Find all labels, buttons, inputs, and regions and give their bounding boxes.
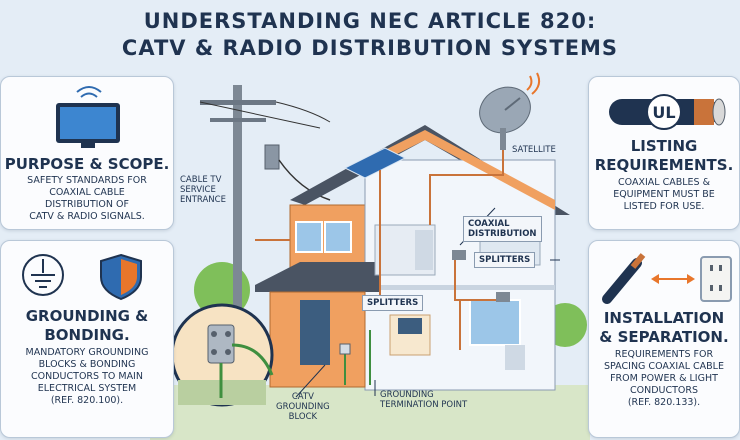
card-listing-title: Listing Requirements. xyxy=(589,137,739,175)
label-splitters-lower-text: Splitters xyxy=(367,298,419,308)
card-installation-body: Requirements for spacing coaxial cable f… xyxy=(589,349,739,409)
card-purpose-body-line3: distribution of xyxy=(45,199,129,210)
card-purpose-body: Safety standards for coaxial cable distr… xyxy=(1,175,173,223)
card-grounding-body-line2: blocks & bonding xyxy=(38,359,136,370)
title-line-1: Understanding NEC Article 820: xyxy=(143,9,597,33)
card-listing-title-line2: Requirements. xyxy=(594,156,734,174)
shield-icon xyxy=(100,253,142,301)
card-installation-body-line4: conductors xyxy=(629,385,699,396)
label-splitters-upper-text: Splitters xyxy=(479,255,531,265)
card-purpose-title: Purpose & Scope. xyxy=(4,155,170,173)
cable-end-icon xyxy=(602,253,646,304)
page-title: Understanding NEC Article 820: CATV & Ra… xyxy=(0,8,740,62)
card-listing-body: Coaxial cables & equipment must be liste… xyxy=(589,177,739,213)
card-listing-requirements: UL Listing Requirements. Coaxial cables … xyxy=(588,76,740,230)
label-satellite: Satellite xyxy=(512,145,556,155)
card-installation-separation: Installation & Separation. Requirements … xyxy=(588,240,740,438)
label-catv-line3: block xyxy=(288,412,318,422)
label-coaxial-line1: Coaxial xyxy=(468,219,510,229)
tv-icon xyxy=(56,103,120,148)
card-installation-title-line2: & Separation. xyxy=(599,328,729,346)
satellite-dish-icon xyxy=(479,72,541,150)
card-purpose-scope: Purpose & Scope. Safety standards for co… xyxy=(0,76,174,230)
label-catv-grounding-block: CATV grounding block xyxy=(276,392,330,422)
label-cable-tv-service-entrance: Cable TV service entrance xyxy=(180,175,226,205)
card-installation-body-line1: Requirements for xyxy=(614,349,714,360)
label-splitters-lower: Splitters xyxy=(362,295,424,311)
house-icon xyxy=(255,125,570,391)
label-cable-tv-line1: Cable TV xyxy=(180,175,222,185)
label-splitters-upper: Splitters xyxy=(474,252,536,268)
label-catv-line2: grounding xyxy=(276,402,330,412)
utility-pole-icon xyxy=(199,85,331,385)
front-door xyxy=(300,300,330,365)
label-cable-tv-line2: service xyxy=(180,185,216,195)
card-purpose-body-line4: CATV & radio signals. xyxy=(29,211,145,222)
label-grounding-line2: termination point xyxy=(380,400,468,410)
label-cable-tv-line3: entrance xyxy=(180,195,226,205)
solar-panel-icon xyxy=(343,147,407,179)
card-listing-title-line1: Listing xyxy=(630,137,698,155)
wifi-icon xyxy=(76,86,102,98)
ul-badge-text: UL xyxy=(652,103,675,122)
card-installation-icons xyxy=(602,253,732,304)
card-grounding-title-line1: Grounding & xyxy=(25,307,149,325)
card-installation-body-line2: spacing coaxial cable xyxy=(604,361,724,372)
card-installation-title: Installation & Separation. xyxy=(589,309,739,347)
splitter-lower xyxy=(496,292,510,302)
card-purpose-icons xyxy=(56,86,120,148)
card-purpose-body-line2: coaxial cable xyxy=(49,187,125,198)
card-grounding-bonding: Grounding & Bonding. Mandatory grounding… xyxy=(0,240,174,438)
title-line-2: CATV & Radio Distribution Systems xyxy=(121,36,619,60)
label-satellite-text: Satellite xyxy=(512,145,556,155)
card-grounding-body: Mandatory grounding blocks & bonding con… xyxy=(1,347,173,407)
label-coaxial-line2: distribution xyxy=(468,229,537,239)
card-grounding-body-line3: conductors to main xyxy=(31,371,143,382)
card-listing-body-line3: listed for use. xyxy=(623,201,705,212)
card-listing-icons: UL xyxy=(609,94,726,130)
ground-symbol-icon xyxy=(22,254,64,296)
label-grounding-line1: Grounding xyxy=(380,390,434,400)
card-purpose-body-line1: Safety standards for xyxy=(27,175,147,186)
card-grounding-body-line4: electrical system xyxy=(37,383,137,394)
card-installation-title-line1: Installation xyxy=(603,309,725,327)
card-installation-body-line3: from power & light xyxy=(610,373,718,384)
ul-badge-icon: UL xyxy=(646,94,682,130)
card-grounding-title-line2: Bonding. xyxy=(44,326,130,344)
label-coaxial-distribution: Coaxial distribution xyxy=(463,216,542,242)
outlet-icon xyxy=(700,256,732,302)
card-grounding-body-line5: (Ref. 820.100). xyxy=(50,395,124,406)
card-listing-body-line1: Coaxial cables & xyxy=(618,177,710,188)
double-arrow-icon xyxy=(651,274,695,284)
label-grounding-termination-point: Grounding termination point xyxy=(380,390,467,410)
card-listing-body-line2: equipment must be xyxy=(613,189,715,200)
card-grounding-body-line1: Mandatory grounding xyxy=(25,347,149,358)
grounding-block-closeup xyxy=(170,303,274,407)
card-grounding-icons xyxy=(22,253,142,301)
splitter-upper xyxy=(452,250,466,260)
card-grounding-title: Grounding & Bonding. xyxy=(1,307,173,345)
label-catv-line1: CATV xyxy=(291,392,314,402)
card-installation-body-line5: (Ref. 820.133). xyxy=(627,397,701,408)
